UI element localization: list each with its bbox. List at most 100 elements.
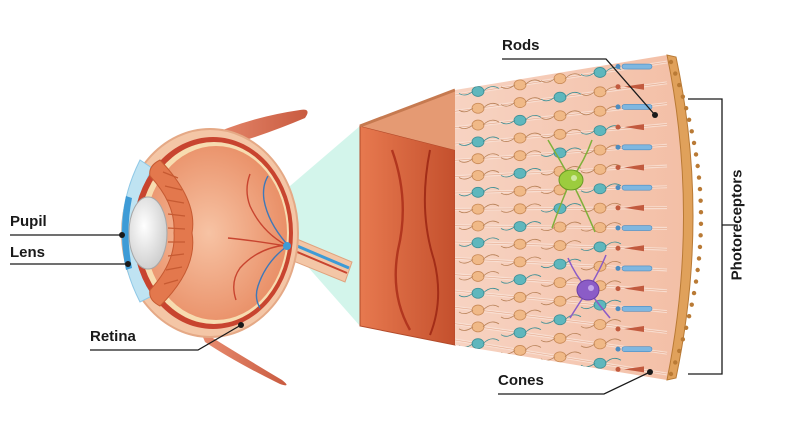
neuron xyxy=(471,119,485,131)
lower-eye-muscle xyxy=(200,330,287,386)
neuron xyxy=(553,91,567,103)
pigment-granule xyxy=(696,175,702,180)
neuron xyxy=(553,110,567,122)
neuron xyxy=(553,277,567,289)
neuron xyxy=(593,183,607,195)
rod-cell xyxy=(621,184,653,191)
neuron xyxy=(471,153,485,165)
pigment-granule xyxy=(695,163,700,169)
neuron xyxy=(593,260,607,272)
pigment-granule xyxy=(695,267,700,273)
neuron xyxy=(593,67,607,78)
cone-cell xyxy=(624,285,644,292)
cell-row xyxy=(458,144,653,165)
cell-row xyxy=(458,202,644,215)
pigment-granule xyxy=(680,94,686,99)
neuron xyxy=(471,254,485,265)
pigment-granule xyxy=(697,186,703,192)
pigment-granule xyxy=(691,140,697,146)
retina-magnified-section xyxy=(359,54,704,381)
pigment-granule xyxy=(697,244,703,250)
pigment-granule xyxy=(686,117,692,122)
cell-row xyxy=(458,338,644,373)
cone-cell xyxy=(624,366,644,373)
neuron xyxy=(593,202,607,214)
pigment-granule xyxy=(689,302,694,307)
pigment-granule xyxy=(689,129,694,134)
cones-label: Cones xyxy=(498,372,544,389)
lens xyxy=(128,196,168,270)
cell-row xyxy=(458,183,653,198)
cell-row xyxy=(458,124,644,148)
pigment-granule xyxy=(668,59,674,65)
neuron xyxy=(471,186,485,198)
pigment-granule xyxy=(698,221,704,226)
neuron xyxy=(593,86,607,98)
cone-cell xyxy=(624,164,644,171)
neuron xyxy=(553,73,567,85)
pigment-granule xyxy=(668,371,674,377)
neuron xyxy=(553,240,567,251)
neuron xyxy=(513,97,527,108)
rod-cell xyxy=(621,104,653,110)
cone-cell xyxy=(624,124,644,131)
cell-row xyxy=(458,321,653,352)
neuron xyxy=(593,357,607,369)
pigment-granule xyxy=(673,71,678,76)
pigment-granule xyxy=(677,348,682,354)
retina-leader-line xyxy=(90,324,242,351)
pigment-epithelium xyxy=(666,54,694,381)
neuron xyxy=(553,351,567,363)
rods-leader-line xyxy=(502,58,656,116)
neuron xyxy=(471,102,485,114)
neuron xyxy=(553,128,567,140)
ciliary-body xyxy=(149,159,194,307)
pigment-granule xyxy=(683,325,689,330)
neuron xyxy=(471,86,485,97)
neuron xyxy=(513,185,527,197)
rod-cell xyxy=(621,225,653,231)
neuron xyxy=(553,314,567,326)
neuron xyxy=(553,295,567,307)
neuron xyxy=(471,304,485,316)
optic-disc xyxy=(283,242,291,250)
pigment-granule xyxy=(696,256,702,261)
cone-cell xyxy=(624,204,644,211)
neuron xyxy=(593,338,607,350)
pigment-granule xyxy=(698,198,703,203)
cell-row xyxy=(458,83,644,114)
cone-cell xyxy=(624,245,644,252)
neuron xyxy=(513,345,527,356)
neuron xyxy=(513,291,527,303)
cones-leader-line xyxy=(498,371,651,395)
cell-row xyxy=(458,237,644,253)
neuron xyxy=(593,222,607,233)
cone-cell xyxy=(624,83,644,90)
neuron xyxy=(471,203,485,215)
cell-row xyxy=(458,104,653,131)
cell-row xyxy=(458,220,653,233)
neuron xyxy=(513,274,527,286)
cone-cell xyxy=(624,325,644,332)
tissue-cross-section xyxy=(359,125,456,346)
neuron xyxy=(553,203,567,214)
iris xyxy=(122,196,132,270)
cell-row xyxy=(458,254,653,272)
rod-cell xyxy=(621,305,653,312)
neuron xyxy=(513,309,527,321)
neuron xyxy=(513,238,527,250)
neuron xyxy=(593,163,607,175)
neuron xyxy=(553,221,567,233)
photoreceptors-bracket xyxy=(688,98,736,375)
pigment-granule xyxy=(698,210,704,215)
rod-cell xyxy=(621,346,653,352)
pigment-granule xyxy=(693,152,699,157)
neuron xyxy=(513,167,527,179)
cell-row xyxy=(458,304,644,332)
neuron xyxy=(593,144,607,156)
neuron xyxy=(593,125,607,136)
neuron xyxy=(553,332,567,344)
pigment-granule xyxy=(686,314,692,319)
neuron xyxy=(513,79,527,91)
pigment-granule xyxy=(683,106,689,111)
